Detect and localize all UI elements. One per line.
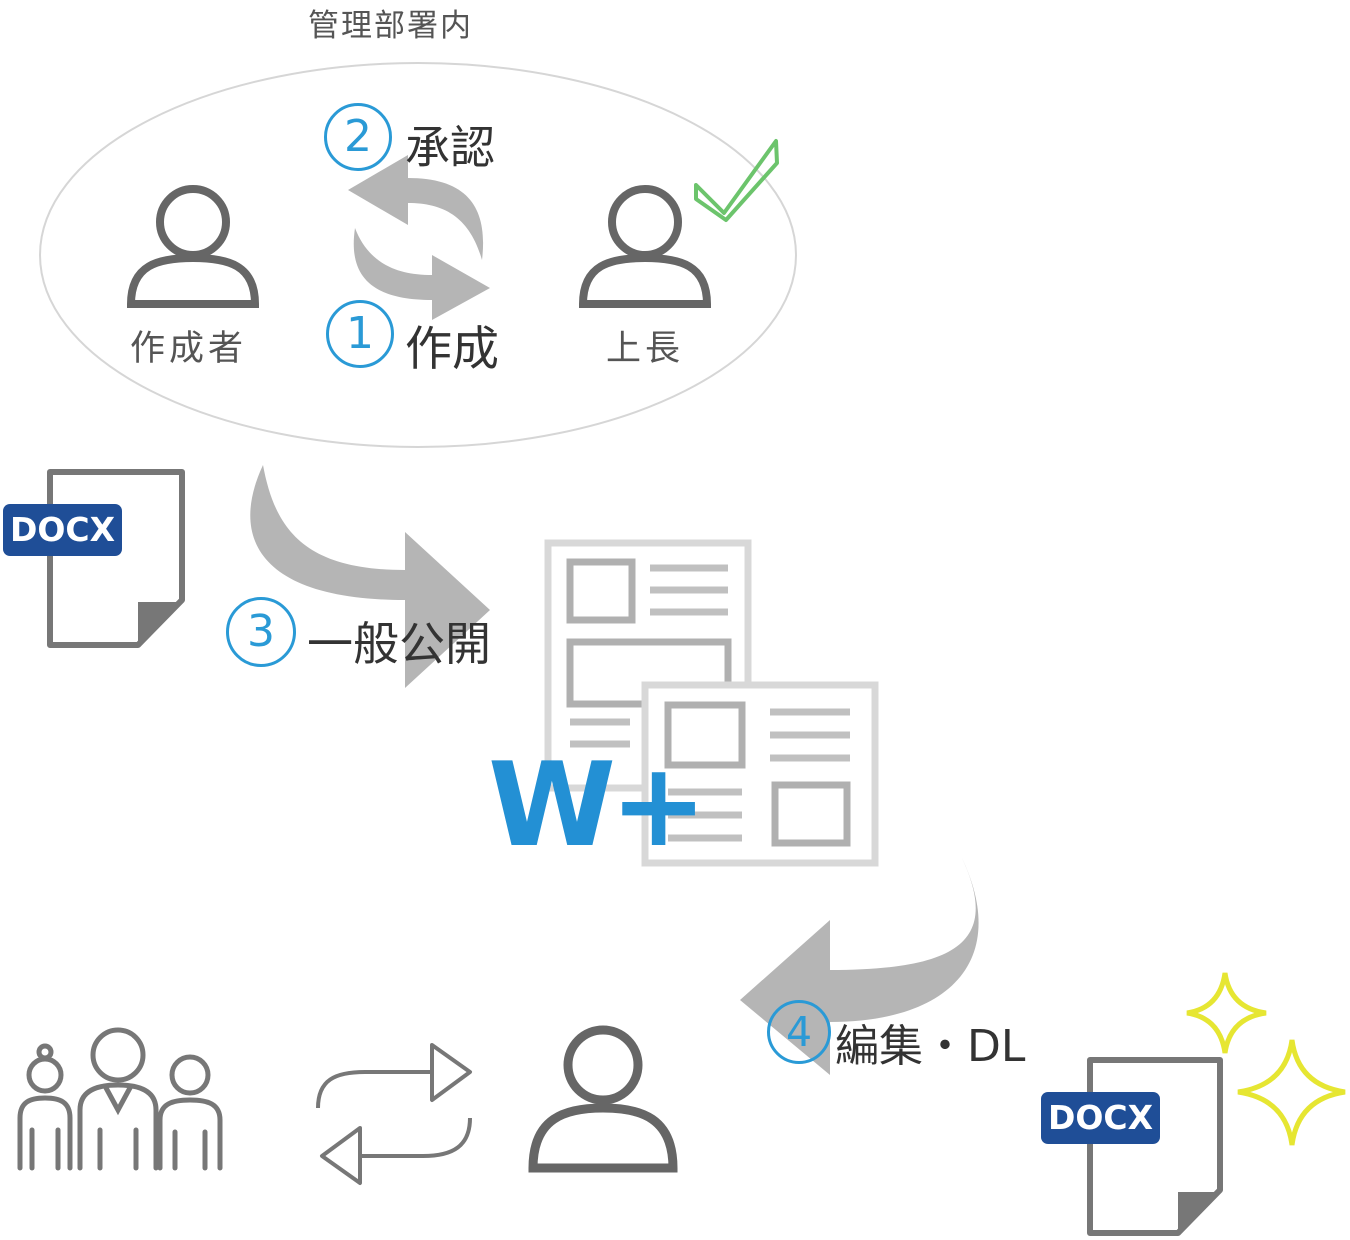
step-1-number: 1 <box>326 300 394 368</box>
group-icon <box>17 1027 223 1171</box>
boss-label: 上長 <box>606 329 685 369</box>
exchange-arrows-icon <box>316 1043 472 1185</box>
checkmark-icon <box>694 139 779 222</box>
creator-label: 作成者 <box>130 329 248 369</box>
group-title: 管理部署内 <box>308 8 473 44</box>
user-icon <box>528 1025 678 1173</box>
step-3-label: 一般公開 <box>307 617 491 671</box>
docx-badge: DOCX <box>3 504 122 556</box>
sparkle-icon <box>1186 972 1267 1054</box>
user-icon <box>578 185 712 308</box>
department-boundary <box>39 62 797 448</box>
docx-badge: DOCX <box>1041 1092 1160 1144</box>
user-icon <box>126 185 260 308</box>
sparkle-icon <box>1237 1039 1346 1146</box>
step-2-number: 2 <box>324 103 392 171</box>
step-4-number: 4 <box>767 1000 831 1064</box>
step-3-number: 3 <box>226 597 296 667</box>
step-1-label: 作成 <box>405 322 499 377</box>
cycle-arrows-icon <box>348 155 490 320</box>
step-4-label: 編集・DL <box>835 1021 1026 1072</box>
docx-file-icon <box>1087 1057 1223 1236</box>
curved-arrow-icon <box>250 465 490 688</box>
docx-file-icon <box>47 469 185 648</box>
step-2-label: 承認 <box>405 121 496 174</box>
app-logo: W+ <box>488 738 707 873</box>
document-pages-icon <box>544 539 879 867</box>
